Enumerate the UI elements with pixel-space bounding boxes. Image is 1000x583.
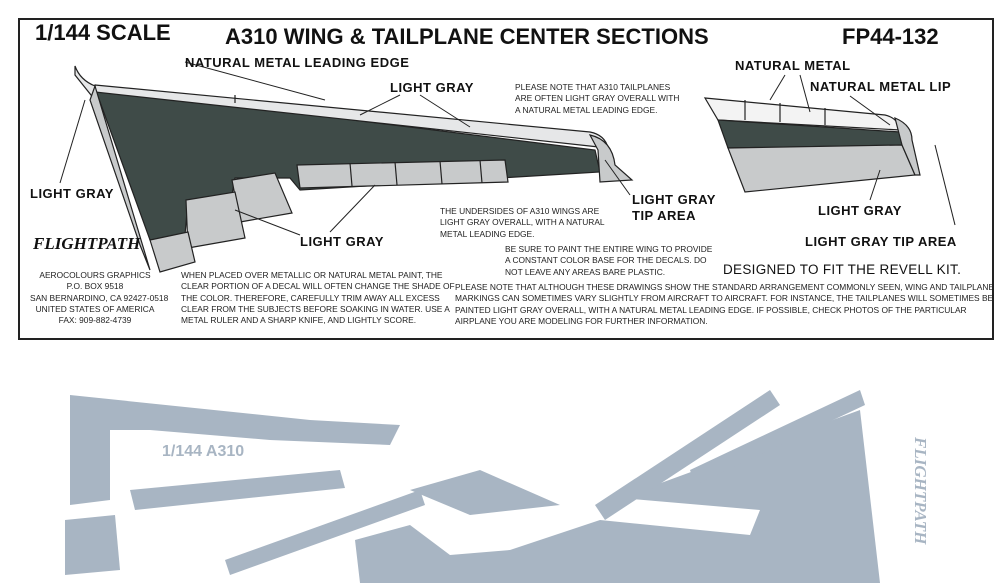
wing-bottom-flap <box>149 231 196 273</box>
decal-shapes <box>65 390 880 583</box>
label-tip-2: TIP AREA <box>632 208 696 223</box>
tailplane-diagram <box>703 74 956 226</box>
wing-flaps <box>296 159 509 189</box>
label-light-gray-top: LIGHT GRAY <box>390 80 474 95</box>
note-line: WHEN PLACED OVER METALLIC OR NATURAL MET… <box>181 270 443 280</box>
decal-strip-2 <box>225 490 425 575</box>
wing-root-gray <box>89 84 151 271</box>
tail-tip <box>894 116 921 176</box>
label-natural-metal-lip: NATURAL METAL LIP <box>810 79 952 94</box>
address-line: AEROCOLOURS GRAPHICS <box>39 270 151 280</box>
decal-strip-4 <box>690 390 865 485</box>
note-line: A NATURAL METAL LEADING EDGE. <box>515 104 658 115</box>
decal-leading-edge-left <box>70 395 400 505</box>
brand-logo: FLIGHTPATH <box>33 234 141 253</box>
label-nm-leading-edge: NATURAL METAL LEADING EDGE <box>185 55 410 70</box>
note-line: THE UNDERSIDES OF A310 WINGS ARE <box>440 206 600 216</box>
label-tip-1: LIGHT GRAY <box>632 192 716 207</box>
decal-strip-3 <box>595 390 780 520</box>
note-line: CLEAR FROM THE SUBJECTS BEFORE SOAKING I… <box>181 303 450 314</box>
note-line: MARKINGS CAN SOMETIMES VARY SLIGHTLY FRO… <box>455 293 994 304</box>
note-line: PLEASE NOTE THAT A310 TAILPLANES <box>515 82 671 92</box>
label-tail-light-gray: LIGHT GRAY <box>818 203 902 218</box>
note-line: PAINTED LIGHT GRAY OVERALL, WITH A NATUR… <box>455 304 967 315</box>
wing-root-flap <box>185 191 246 249</box>
note-line: THE COLOR. THEREFORE, CAREFULLY TRIM AWA… <box>181 292 440 303</box>
note-paint: BE SURE TO PAINT THE ENTIRE WING TO PROV… <box>505 244 712 278</box>
address-line: FAX: 909-882-4739 <box>58 315 132 326</box>
note-line: ARE OFTEN LIGHT GRAY OVERALL WITH <box>515 93 680 104</box>
scale-label: 1/144 SCALE <box>35 20 171 45</box>
wing-tip-area <box>588 134 634 183</box>
decal-root-block <box>65 515 120 575</box>
tail-gray <box>727 144 916 193</box>
note-line: NOT LEAVE ANY AREAS BARE PLASTIC. <box>505 266 666 277</box>
label-light-gray-left: LIGHT GRAY <box>30 186 114 201</box>
address-line: P.O. BOX 9518 <box>66 281 124 292</box>
page-title: A310 WING & TAILPLANE CENTER SECTIONS <box>225 24 709 49</box>
note-metallic: WHEN PLACED OVER METALLIC OR NATURAL MET… <box>181 270 455 326</box>
note-line: BE SURE TO PAINT THE ENTIRE WING TO PROV… <box>505 244 713 254</box>
decal-brand: FLIGHTPATH <box>911 437 930 545</box>
label-light-gray-bottom: LIGHT GRAY <box>300 234 384 249</box>
product-code: FP44-132 <box>842 24 939 49</box>
wing-inner-flap <box>231 172 293 223</box>
decal-strip-5 <box>410 470 560 515</box>
note-line: CLEAR PORTION OF A DECAL WILL OFTEN CHAN… <box>181 281 455 292</box>
instruction-panel <box>18 18 994 340</box>
address-line: SAN BERNARDINO, CA 92427-0518 <box>30 292 169 303</box>
address-line: UNITED STATES OF AMERICA <box>35 303 155 314</box>
note-line: A CONSTANT COLOR BASE FOR THE DECALS. DO <box>505 255 707 266</box>
label-tail-tip-area: LIGHT GRAY TIP AREA <box>805 234 957 249</box>
decal-strip-1 <box>130 470 345 510</box>
wing-diagram <box>59 61 634 273</box>
label-natural-metal: NATURAL METAL <box>735 58 851 73</box>
note-variation: PLEASE NOTE THAT ALTHOUGH THESE DRAWINGS… <box>455 282 994 327</box>
note-line: LIGHT GRAY OVERALL, WITH A NATURAL <box>440 217 605 228</box>
note-line: METAL RULER AND A SHARP KNIFE, AND LIGHT… <box>181 315 417 326</box>
note-line: AIRPLANE YOU ARE MODELING FOR FURTHER IN… <box>455 315 708 326</box>
note-line: METAL LEADING EDGE. <box>440 228 535 239</box>
note-line: PLEASE NOTE THAT ALTHOUGH THESE DRAWINGS… <box>455 282 995 292</box>
decal-scale-label: 1/144 A310 <box>162 443 245 460</box>
revell-note: DESIGNED TO FIT THE REVELL KIT. <box>723 262 962 277</box>
